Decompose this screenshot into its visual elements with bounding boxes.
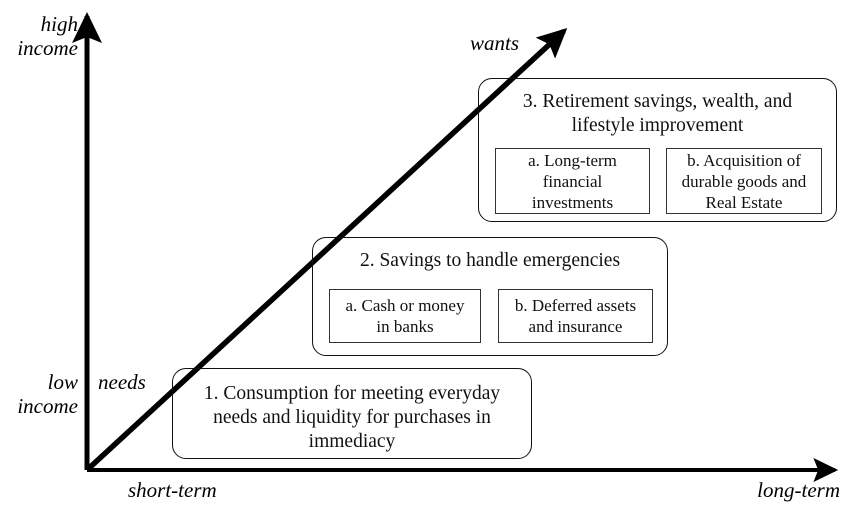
tier-2-subitem-a-label: a. Cash or money in banks: [345, 296, 465, 336]
y-axis-low-label: low income: [17, 370, 78, 418]
diagonal-needs-label: needs: [98, 370, 146, 394]
tier-3-subitem-b: b. Acquisition of durable goods and Real…: [666, 148, 822, 214]
tier-1-box: 1. Consumption for meeting everyday need…: [172, 368, 532, 459]
tier-3-subitem-b-label: b. Acquisition of durable goods and Real…: [681, 150, 807, 212]
tier-2-subitem-b-label: b. Deferred assets and insurance: [514, 296, 637, 336]
tier-3-title: 3. Retirement savings, wealth, and lifes…: [522, 91, 793, 136]
tier-3-subitem-a-label: a. Long-term financial investments: [528, 150, 617, 212]
tier-3-box: 3. Retirement savings, wealth, and lifes…: [478, 78, 837, 222]
tier-2-title: 2. Savings to handle emergencies: [359, 250, 621, 271]
tier-2-subitem-a: a. Cash or money in banks: [329, 289, 481, 343]
tier-2-box: 2. Savings to handle emergencies a. Cash…: [312, 237, 668, 356]
tier-3-subitem-a: a. Long-term financial investments: [495, 148, 650, 214]
x-axis-long-term-label: long-term: [757, 478, 840, 502]
y-axis-high-label: high income: [17, 12, 78, 60]
tier-1-title: 1. Consumption for meeting everyday need…: [203, 383, 501, 452]
tier-2-subitem-b: b. Deferred assets and insurance: [498, 289, 653, 343]
diagonal-wants-label: wants: [470, 31, 520, 55]
x-axis-short-term-label: short-term: [128, 478, 217, 502]
